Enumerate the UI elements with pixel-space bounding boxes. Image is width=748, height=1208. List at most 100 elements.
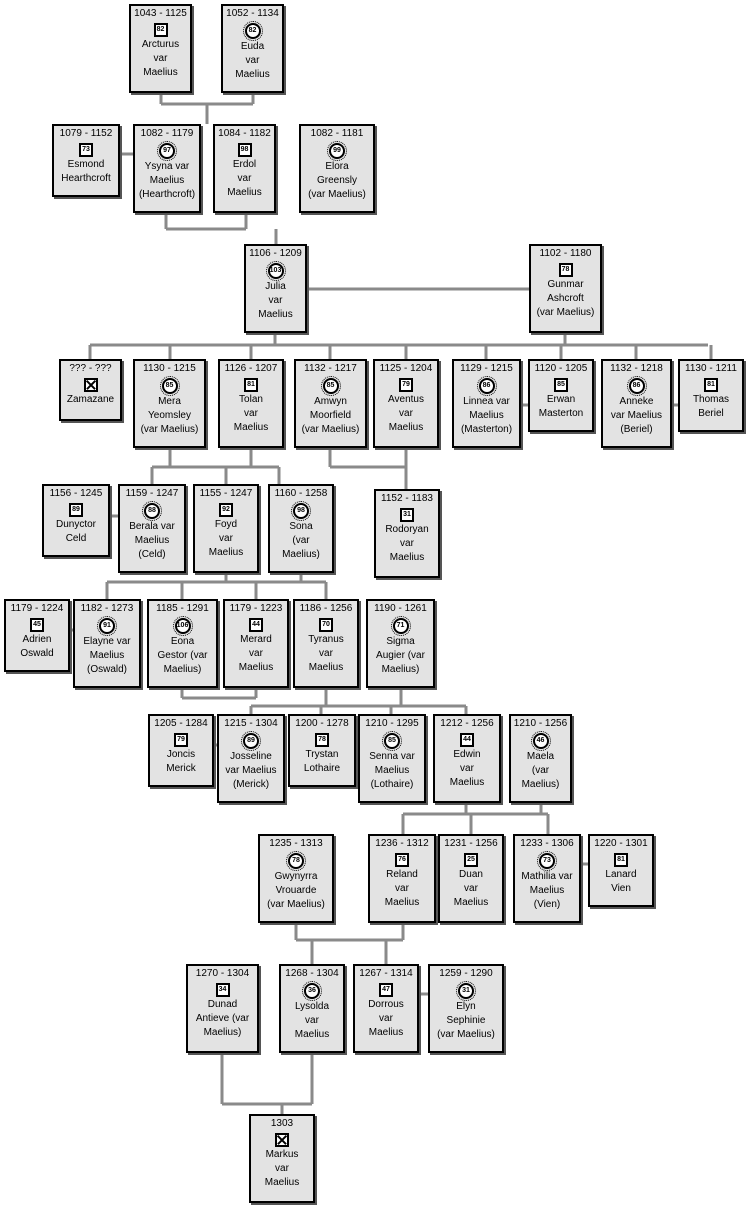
- person-name-line: Merard: [240, 634, 272, 645]
- lifespan-dates: 1268 - 1304: [285, 968, 339, 979]
- lifespan-dates: 1130 - 1215: [143, 363, 196, 374]
- person-name-line: (var Maelius): [536, 307, 595, 318]
- lifespan-dates: 1126 - 1207: [224, 363, 278, 374]
- male-age-icon: 31: [400, 508, 414, 522]
- male-age-icon: 25: [464, 853, 478, 867]
- person-name-line: Maelius: [134, 535, 170, 546]
- lifespan-dates: 1212 - 1256: [440, 718, 494, 729]
- person-name-line: (var: [531, 765, 550, 776]
- lifespan-dates: 1233 - 1306: [520, 838, 574, 849]
- female-age-icon: 36: [302, 981, 322, 1001]
- person-name-line: Maelius: [143, 67, 178, 78]
- person-name-line: Beriel: [698, 408, 724, 419]
- person-name-line: Merick: [166, 763, 196, 774]
- lifespan-dates: 1079 - 1152: [59, 128, 113, 139]
- person-name-line: Rodoryan: [385, 524, 429, 535]
- person-name-line: Amwyn: [314, 396, 347, 407]
- lifespan-dates: 1152 - 1183: [381, 493, 433, 504]
- lifespan-dates: 1156 - 1245: [49, 488, 103, 499]
- person-name-line: Augier (var: [376, 650, 425, 661]
- lifespan-dates: 1303: [270, 1118, 294, 1129]
- person-name-line: Maelius: [89, 650, 125, 661]
- lifespan-dates: 1052 - 1134: [226, 8, 279, 19]
- lifespan-dates: 1215 - 1304: [224, 718, 278, 729]
- person-name-line: Maelius: [149, 175, 185, 186]
- male-age-icon: 78: [558, 263, 573, 277]
- female-age-icon: 78: [286, 851, 306, 871]
- person-name-line: Maelius): [282, 549, 320, 560]
- person-name-line: Sona: [289, 521, 313, 532]
- person-name-line: Maelius: [469, 410, 504, 421]
- male-age-icon: 76: [395, 853, 409, 867]
- person-name-line: var Maelius: [610, 410, 663, 421]
- person-name-line: Joncis: [166, 749, 196, 760]
- person-name-line: Markus: [265, 1149, 299, 1160]
- person-name-line: var: [219, 533, 233, 544]
- person-box-zamazane[interactable]: ??? - ???Zamazane: [59, 359, 122, 421]
- person-name-line: Senna var: [369, 751, 415, 762]
- male-age-icon: 79: [399, 378, 413, 392]
- lifespan-dates: 1205 - 1284: [154, 718, 208, 729]
- female-age-icon: 71: [390, 616, 411, 636]
- person-name-line: Euda: [240, 41, 265, 52]
- lifespan-dates: 1082 - 1179: [140, 128, 194, 139]
- person-name-line: Oswald: [20, 648, 54, 659]
- lifespan-dates: ??? - ???: [69, 363, 112, 374]
- person-name-line: Maelius: [238, 662, 274, 673]
- female-age-icon: 98: [291, 501, 311, 521]
- person-name-line: Lothaire: [303, 763, 341, 774]
- person-name-line: Maelius: [258, 309, 293, 320]
- lifespan-dates: 1231 - 1256: [444, 838, 498, 849]
- lifespan-dates: 1130 - 1211: [685, 363, 737, 374]
- person-name-line: Elora: [325, 161, 349, 172]
- male-age-icon: 81: [614, 853, 628, 867]
- person-name-line: Vien: [611, 883, 631, 894]
- lifespan-dates: 1106 - 1209: [249, 248, 302, 259]
